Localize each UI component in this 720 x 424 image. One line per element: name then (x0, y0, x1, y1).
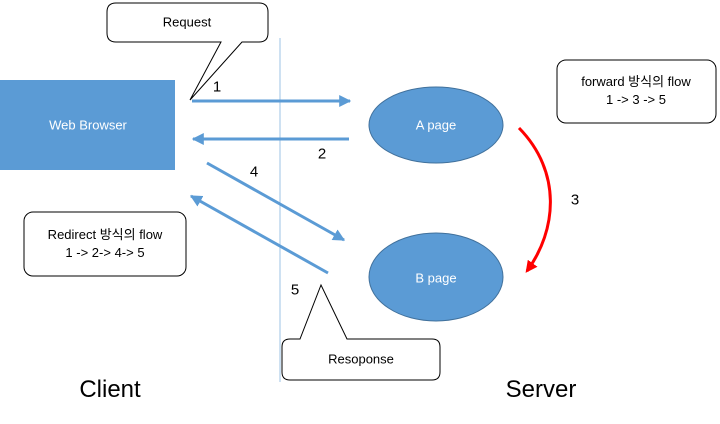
a-page-ellipse (368, 86, 504, 164)
response-callout-bubble (281, 283, 441, 381)
a-page-label: A page (415, 117, 457, 133)
forward-note-line2: 1 -> 3 -> 5 (606, 92, 666, 107)
request-label: Request (162, 14, 212, 30)
b-page-ellipse (368, 232, 504, 322)
redirect-note-line2: 1 -> 2-> 4-> 5 (65, 245, 145, 260)
forward-note: forward 방식의 flow 1 -> 3 -> 5 (581, 73, 691, 109)
web-browser-label: Web Browser (49, 117, 127, 133)
redirect-note: Redirect 방식의 flow 1 -> 2-> 4-> 5 (48, 226, 163, 262)
response-label: Resoponse (328, 351, 394, 367)
request-callout-bubble (106, 2, 269, 101)
step-2-label: 2 (317, 145, 327, 163)
arrow-step-4 (206, 161, 346, 242)
step-4-label: 4 (249, 163, 259, 181)
step-1-label: 1 (212, 78, 222, 96)
redirect-note-line1: Redirect 방식의 flow (47, 227, 163, 242)
arrow-step-3-red (517, 126, 552, 273)
client-label: Client (79, 376, 141, 403)
forward-note-line1: forward 방식의 flow (581, 74, 691, 89)
server-label: Server (505, 376, 577, 403)
forward-note-box (556, 59, 717, 124)
redirect-note-box (23, 211, 187, 277)
b-page-label: B page (415, 270, 457, 286)
step-5-label: 5 (290, 281, 300, 299)
web-browser-box (0, 80, 175, 170)
arrow-step-5 (189, 194, 329, 275)
step-3-label: 3 (570, 191, 580, 209)
